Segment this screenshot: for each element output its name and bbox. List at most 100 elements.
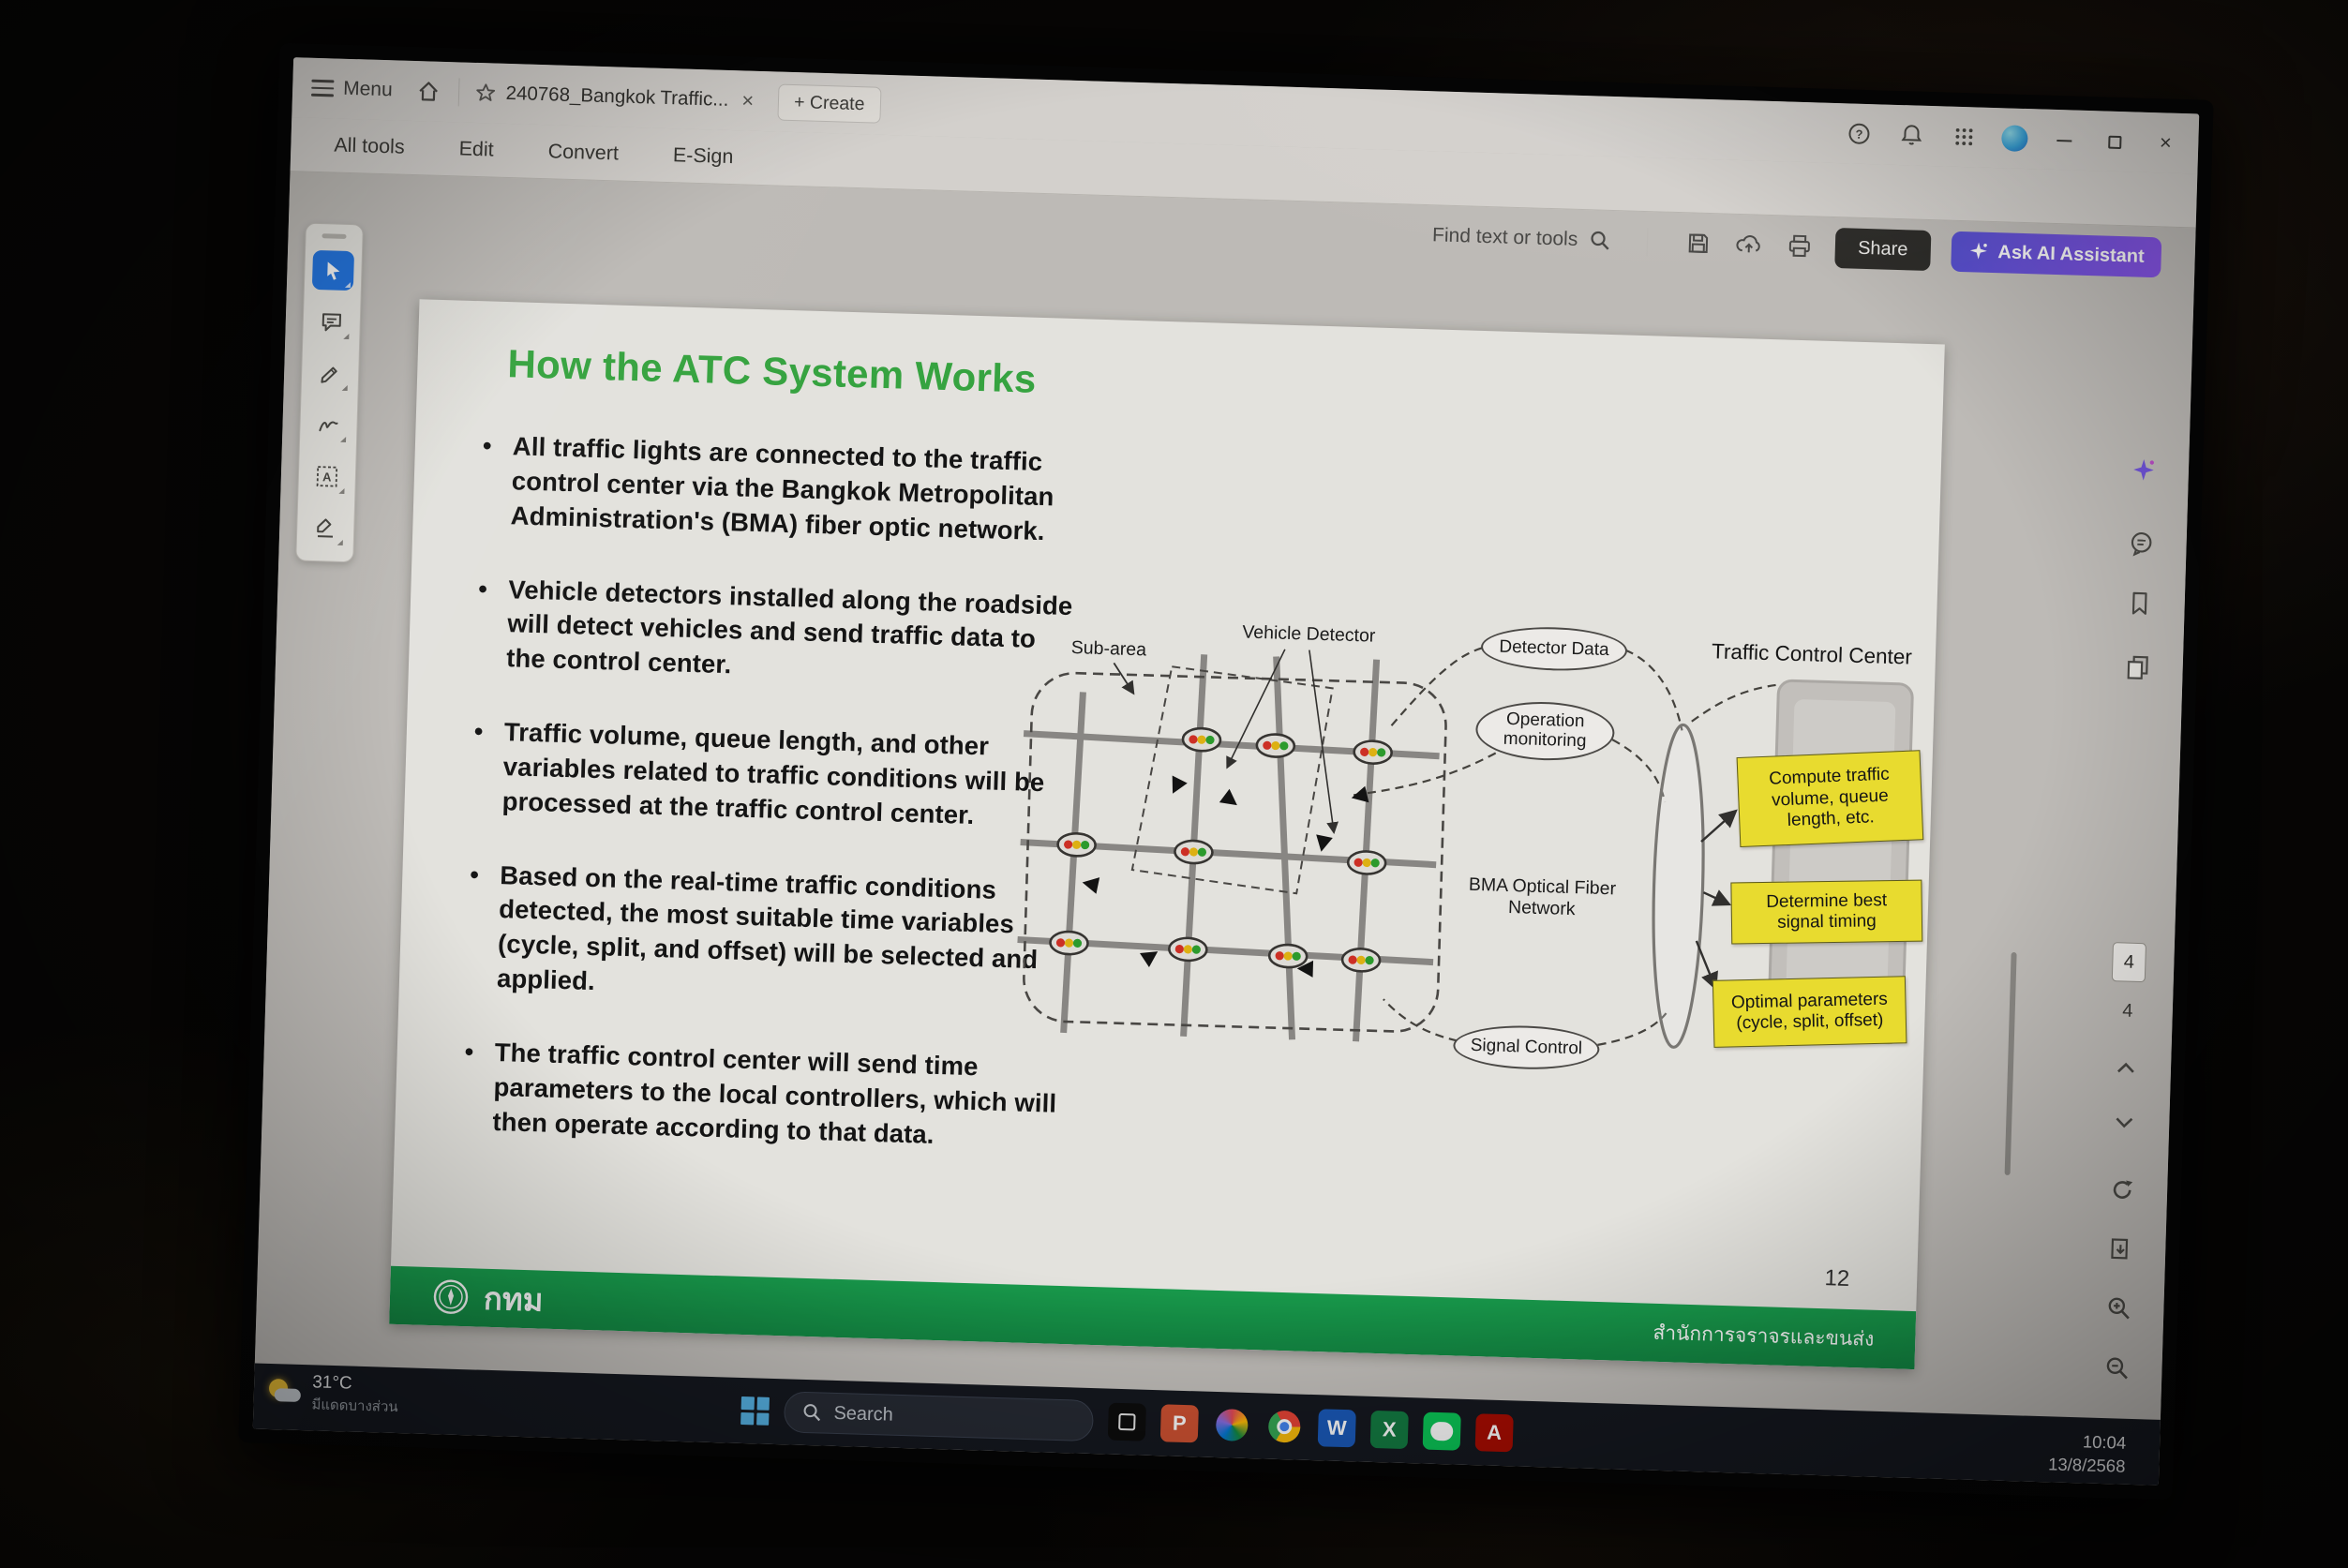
create-button[interactable]: + Create <box>777 83 882 124</box>
bullet-item: Traffic volume, queue length, and other … <box>464 714 1078 836</box>
find-tool[interactable]: Find text or tools <box>1432 224 1612 252</box>
ai-label: Ask AI Assistant <box>1997 241 2146 267</box>
pdf-page: How the ATC System Works All traffic lig… <box>389 299 1945 1370</box>
control-box-optimal-parameters: Optimal parameters (cycle, split, offset… <box>1712 976 1907 1048</box>
export-pdf-icon[interactable] <box>2100 1236 2142 1263</box>
page-number-box[interactable]: 4 <box>2108 942 2150 983</box>
highlight-tool-button[interactable] <box>309 353 351 394</box>
zoom-out-icon[interactable] <box>2096 1354 2138 1381</box>
search-input[interactable] <box>833 1402 1059 1431</box>
left-tool-rail: A <box>295 222 364 563</box>
divider <box>457 78 460 107</box>
signature-tool-button[interactable] <box>307 405 350 445</box>
slide-page-number: 12 <box>1824 1265 1850 1292</box>
windows-start-button[interactable] <box>740 1396 770 1426</box>
ai-sparkle-icon <box>1969 242 1987 260</box>
taskbar-search[interactable] <box>783 1391 1095 1442</box>
chrome-icon[interactable] <box>1265 1408 1304 1446</box>
taskbar-clock[interactable]: 10:04 13/8/2568 <box>2048 1429 2127 1478</box>
page-count: 4 <box>2121 1000 2133 1022</box>
select-tool-button[interactable] <box>311 249 355 291</box>
ai-assistant-icon[interactable] <box>2123 456 2165 484</box>
traffic-light <box>1168 936 1208 963</box>
traffic-light <box>1056 831 1097 858</box>
weather-widget[interactable]: 31°C มีแดดบางส่วน <box>266 1371 398 1418</box>
document-scrollbar[interactable] <box>2004 951 2017 1176</box>
right-tool-rail: 4 4 <box>2095 226 2172 1419</box>
photos-icon[interactable] <box>1213 1406 1251 1444</box>
traffic-light <box>1353 739 1393 765</box>
user-avatar[interactable] <box>2000 125 2028 153</box>
comment-tool-button[interactable] <box>310 302 352 342</box>
maximize-button[interactable] <box>2101 128 2130 154</box>
save-icon[interactable] <box>1683 228 1714 259</box>
upload-cloud-icon[interactable] <box>1734 230 1765 261</box>
rail-handle[interactable] <box>322 233 347 239</box>
fiber-network-ring <box>1652 723 1705 1049</box>
footer-dept: สำนักการจราจรและขนส่ง <box>1653 1322 1875 1351</box>
comments-panel-icon[interactable] <box>2120 530 2162 557</box>
traffic-light <box>1267 943 1309 969</box>
menu-button[interactable]: Menu <box>342 77 394 101</box>
help-icon[interactable]: ? <box>1844 118 1875 149</box>
apps-grid-icon[interactable] <box>1949 122 1980 153</box>
atc-diagram-graphic <box>1017 647 1780 1049</box>
chevron-up-icon[interactable] <box>2105 1060 2146 1076</box>
print-icon[interactable] <box>1785 231 1816 261</box>
close-button[interactable]: × <box>2159 130 2173 155</box>
traffic-light <box>1174 839 1214 865</box>
acrobat-icon[interactable]: A <box>1474 1413 1514 1453</box>
partly-sunny-icon <box>266 1377 303 1410</box>
vehicle-detector-label: Vehicle Detector <box>1242 621 1376 647</box>
line-icon[interactable] <box>1422 1411 1461 1451</box>
screen: Menu 240768_Bangkok Traffic... × + Creat… <box>252 57 2200 1486</box>
chevron-down-icon[interactable] <box>2103 1114 2145 1130</box>
sub-area-label: Sub-area <box>1070 637 1147 661</box>
find-label: Find text or tools <box>1431 224 1578 250</box>
divider <box>1646 228 1649 257</box>
bullet-item: The traffic control center will send tim… <box>455 1035 1069 1157</box>
fill-sign-tool-button[interactable] <box>305 508 347 548</box>
tab-close-icon[interactable]: × <box>740 88 755 112</box>
text-select-tool-button[interactable]: A <box>306 456 348 497</box>
control-box-compute: Compute traffic volume, queue length, et… <box>1736 750 1924 848</box>
slide-footer: กทม สำนักการจราจรและขนส่ง <box>389 1265 1917 1370</box>
atc-diagram: Sub-area Vehicle Detector Detector Data … <box>979 590 1931 1148</box>
traffic-light <box>1255 733 1296 758</box>
minimize-button[interactable] <box>2050 127 2079 153</box>
text-select-icon: A <box>316 466 338 487</box>
menu-edit[interactable]: Edit <box>458 137 495 161</box>
menu-esign[interactable]: E-Sign <box>672 143 734 169</box>
menu-all-tools[interactable]: All tools <box>334 133 406 158</box>
monitor: Menu 240768_Bangkok Traffic... × + Creat… <box>238 42 2214 1501</box>
pages-panel-icon[interactable] <box>2116 653 2159 680</box>
bma-logo <box>433 1279 469 1314</box>
powerpoint-icon[interactable]: P <box>1159 1404 1199 1443</box>
bullet-item: All traffic lights are connected to the … <box>472 428 1086 550</box>
hamburger-menu-icon[interactable] <box>310 79 335 97</box>
bma-network-label: BMA Optical Fiber Network <box>1468 874 1617 920</box>
word-icon[interactable]: W <box>1317 1409 1356 1448</box>
zoom-in-icon[interactable] <box>2098 1294 2140 1322</box>
search-icon <box>803 1404 821 1422</box>
document-tab[interactable]: 240768_Bangkok Traffic... × <box>473 81 757 113</box>
star-icon[interactable] <box>473 82 497 105</box>
home-icon[interactable] <box>412 76 443 107</box>
refresh-icon[interactable] <box>2101 1176 2144 1203</box>
weather-temp: 31°C <box>311 1372 352 1394</box>
traffic-light <box>1181 726 1222 753</box>
excel-icon[interactable]: X <box>1369 1410 1409 1450</box>
notifications-bell-icon[interactable] <box>1896 120 1927 151</box>
tab-title[interactable]: 240768_Bangkok Traffic... <box>505 82 729 111</box>
bookmarks-panel-icon[interactable] <box>2118 590 2161 617</box>
control-box-signal-timing: Determine best signal timing <box>1730 879 1923 945</box>
footer-org: กทม <box>483 1280 545 1318</box>
pencil-icon <box>321 366 337 383</box>
traffic-light <box>1346 850 1387 875</box>
weather-condition: มีแดดบางส่วน <box>311 1396 398 1416</box>
menu-convert[interactable]: Convert <box>547 140 620 165</box>
time: 10:04 <box>2082 1431 2127 1453</box>
app-icon-dark[interactable] <box>1107 1402 1146 1441</box>
share-button[interactable]: Share <box>1834 227 1932 271</box>
